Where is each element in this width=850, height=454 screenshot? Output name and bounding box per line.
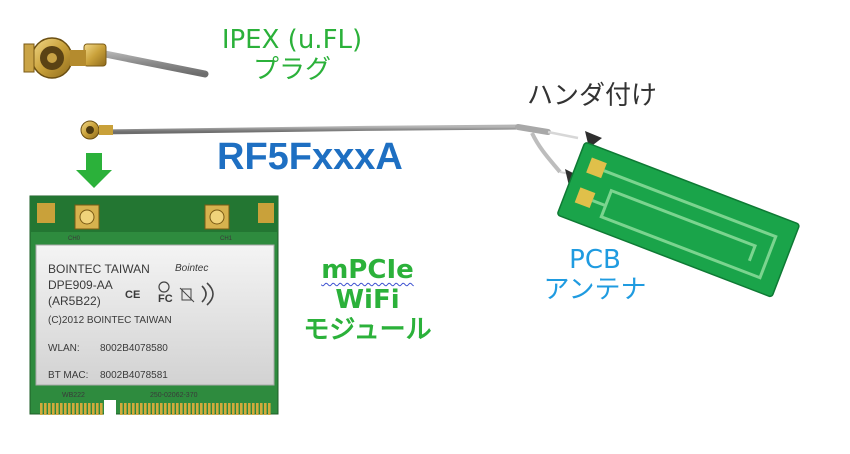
down-arrow-icon <box>76 153 112 188</box>
label-bt: BT MAC: <box>48 370 88 381</box>
edge-finger <box>152 403 155 415</box>
edge-finger <box>128 403 131 415</box>
pcb-antenna <box>557 142 800 298</box>
edge-finger <box>256 403 259 415</box>
cert-circle-icon <box>158 281 170 293</box>
edge-finger <box>236 403 239 415</box>
antenna-port-ch1 <box>204 204 230 230</box>
edge-finger <box>44 403 47 415</box>
module-label-line3: モジュール <box>303 314 432 345</box>
label-bt-mac: 8002B4078581 <box>100 370 168 381</box>
edge-finger <box>232 403 235 415</box>
module-label-line1: mPCIe <box>321 255 414 285</box>
edge-finger <box>136 403 139 415</box>
edge-finger <box>68 403 71 415</box>
antenna-port-ch0 <box>74 204 100 230</box>
edge-finger <box>224 403 227 415</box>
edge-finger <box>196 403 199 415</box>
board-part: 250-02062-370 <box>150 392 198 399</box>
edge-finger <box>160 403 163 415</box>
antenna-label-line1: PCB <box>569 245 621 275</box>
label-copyright: (C)2012 BOINTEC TAIWAN <box>48 315 172 326</box>
ch1-text: CH1 <box>220 236 233 242</box>
edge-finger <box>168 403 171 415</box>
edge-finger <box>88 403 91 415</box>
edge-finger <box>248 403 251 415</box>
edge-finger <box>164 403 167 415</box>
label-wlan: WLAN: <box>48 343 80 354</box>
edge-finger <box>216 403 219 415</box>
edge-finger <box>172 403 175 415</box>
wireless-icon <box>201 282 214 306</box>
edge-finger <box>240 403 243 415</box>
edge-finger <box>268 403 271 415</box>
label-model: DPE909-AA <box>48 278 113 292</box>
edge-finger <box>100 403 103 415</box>
edge-finger <box>228 403 231 415</box>
edge-finger <box>124 403 127 415</box>
brand-logo-script: Bointec <box>175 263 208 274</box>
solder-label: ハンダ付け <box>527 81 658 111</box>
edge-finger <box>220 403 223 415</box>
edge-finger <box>92 403 95 415</box>
edge-finger <box>176 403 179 415</box>
edge-finger <box>208 403 211 415</box>
connector-label: IPEX (u.FL) プラグ <box>182 25 402 86</box>
weee-icon <box>179 287 195 303</box>
edge-finger <box>156 403 159 415</box>
edge-finger <box>56 403 59 415</box>
edge-finger <box>212 403 215 415</box>
edge-finger <box>40 403 43 415</box>
edge-finger <box>180 403 183 415</box>
edge-finger <box>52 403 55 415</box>
fc-logo-icon: FC <box>158 293 173 305</box>
label-sub: (AR5B22) <box>48 294 101 308</box>
edge-finger <box>252 403 255 415</box>
label-wlan-mac: 8002B4078580 <box>100 343 168 354</box>
antenna-label-line2: アンテナ <box>543 274 647 305</box>
ipex-connector-small <box>80 120 523 140</box>
edge-finger <box>264 403 267 415</box>
edge-finger <box>244 403 247 415</box>
edge-finger <box>204 403 207 415</box>
ch0-text: CH0 <box>68 236 81 242</box>
edge-finger <box>80 403 83 415</box>
edge-finger <box>144 403 147 415</box>
mpcie-module-card: CH0 CH1 BOINTEC TAIWAN DPE909-AA (AR5B22… <box>29 195 279 420</box>
edge-finger <box>192 403 195 415</box>
edge-connector <box>40 403 271 415</box>
edge-finger <box>60 403 63 415</box>
edge-finger <box>200 403 203 415</box>
edge-finger <box>184 403 187 415</box>
ipex-connector-large <box>23 37 209 79</box>
connector-label-line1: IPEX (u.FL) <box>221 25 363 55</box>
cable-model-title: RF5FxxxA <box>217 136 403 178</box>
edge-finger <box>76 403 79 415</box>
board-code: WB222 <box>62 392 85 399</box>
ce-logo-icon: CE <box>125 289 140 301</box>
module-label: mPCIe WiFi モジュール <box>285 255 450 346</box>
edge-finger <box>260 403 263 415</box>
edge-finger <box>140 403 143 415</box>
module-label-line2: WiFi <box>335 284 400 315</box>
edge-finger <box>132 403 135 415</box>
edge-finger <box>64 403 67 415</box>
connector-label-line2: プラグ <box>252 54 331 85</box>
edge-finger <box>120 403 123 415</box>
edge-finger <box>188 403 191 415</box>
edge-finger <box>96 403 99 415</box>
edge-finger <box>148 403 151 415</box>
label-brand: BOINTEC TAIWAN <box>48 262 150 276</box>
cable-stripped-end <box>515 124 579 175</box>
edge-finger <box>72 403 75 415</box>
edge-finger <box>48 403 51 415</box>
edge-finger <box>84 403 87 415</box>
antenna-label: PCB アンテナ <box>520 245 670 306</box>
